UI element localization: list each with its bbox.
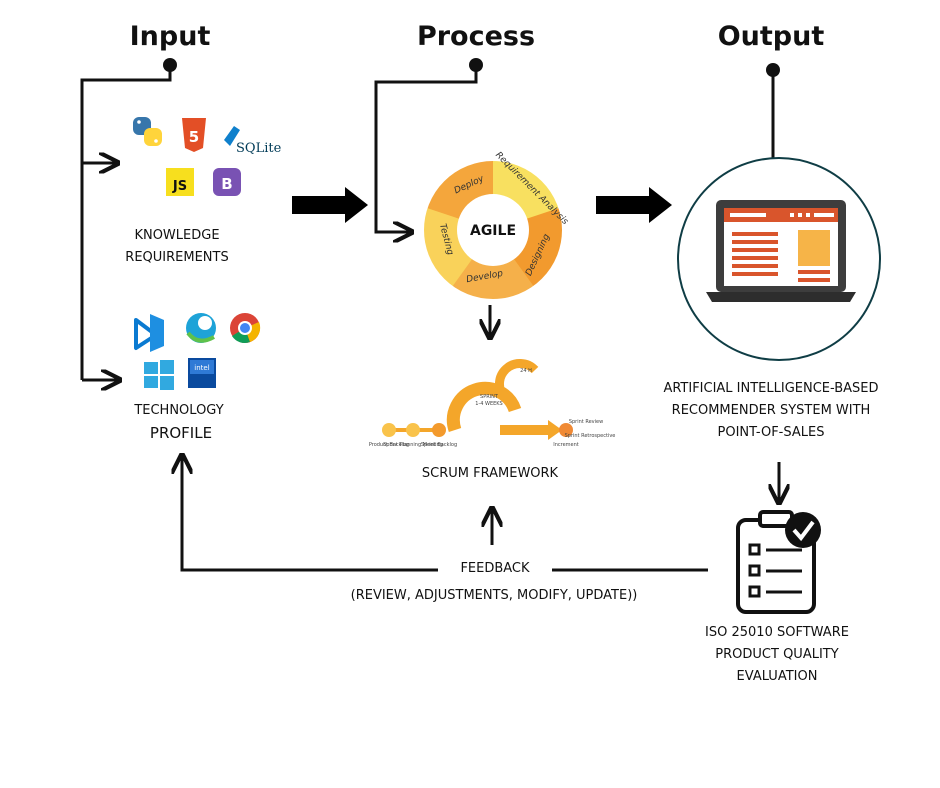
iso-label-line1: ISO 25010 SOFTWARE	[705, 625, 849, 640]
system-label-line1: ARTIFICIAL INTELLIGENCE-BASED	[663, 381, 878, 396]
chrome-icon	[230, 313, 261, 343]
process-node-dot	[469, 58, 483, 72]
process-heading: Process	[417, 21, 535, 52]
svg-text:Sprint Retrospective: Sprint Retrospective	[565, 433, 616, 439]
input-node-dot	[163, 58, 177, 72]
svg-text:24 H: 24 H	[520, 368, 532, 374]
svg-text:SQLite: SQLite	[236, 141, 282, 156]
system-label-line2: RECOMMENDER SYSTEM WITH	[672, 403, 871, 418]
svg-text:Sprint Planning Meeting: Sprint Planning Meeting	[383, 442, 443, 448]
output-node-dot	[766, 63, 780, 77]
vscode-icon	[134, 314, 164, 352]
agile-center-label: AGILE	[470, 223, 516, 239]
feedback-loop	[182, 455, 708, 572]
process-bracket	[374, 65, 478, 232]
svg-text:Sprint Backlog: Sprint Backlog	[421, 442, 457, 448]
edge-icon	[186, 313, 216, 343]
sqlite-icon: SQLite	[224, 126, 282, 156]
output-heading: Output	[718, 21, 825, 52]
svg-text:1-4 WEEKS: 1-4 WEEKS	[475, 401, 502, 407]
agile-wheel: Deploy Requirement Analysis Designing De…	[422, 150, 570, 301]
svg-text:SPRINT: SPRINT	[480, 394, 499, 400]
svg-text:intel: intel	[194, 364, 209, 372]
windows-icon	[144, 360, 174, 390]
javascript-icon: JS	[166, 168, 194, 196]
svg-text:Increment: Increment	[553, 442, 579, 448]
python-icon	[133, 117, 162, 146]
intel-core-icon: intel	[188, 358, 216, 388]
technology-label-line2: PROFILE	[150, 424, 212, 442]
svg-text:Product Backlog: Product Backlog	[369, 442, 409, 448]
feedback-label: FEEDBACK	[460, 561, 530, 576]
bootstrap-icon: B	[213, 168, 241, 196]
knowledge-label-line2: REQUIREMENTS	[125, 250, 228, 265]
html5-icon: 5	[182, 118, 206, 152]
scrum-label: SCRUM FRAMEWORK	[422, 466, 559, 481]
system-label-line3: POINT-OF-SALES	[718, 425, 825, 440]
scrum-graphic: SPRINT 1-4 WEEKS 24 H Product Backlog Sp…	[369, 359, 616, 448]
svg-text:5: 5	[189, 128, 199, 146]
process-to-output-arrow	[596, 187, 672, 223]
iso-label-line3: EVALUATION	[737, 669, 818, 684]
svg-text:Sprint Review: Sprint Review	[569, 419, 603, 425]
technology-label-line1: TECHNOLOGY	[133, 403, 223, 418]
input-to-process-arrow	[292, 187, 368, 223]
svg-text:JS: JS	[172, 179, 187, 194]
knowledge-label-line1: KNOWLEDGE	[134, 228, 219, 243]
input-heading: Input	[130, 21, 211, 52]
iso-label-line2: PRODUCT QUALITY	[715, 647, 838, 662]
input-bracket	[80, 65, 172, 380]
laptop-icon	[706, 200, 856, 302]
checklist-icon	[736, 510, 821, 614]
svg-text:B: B	[221, 175, 232, 193]
feedback-detail: (REVIEW, ADJUSTMENTS, MODIFY, UPDATE))	[351, 588, 638, 603]
